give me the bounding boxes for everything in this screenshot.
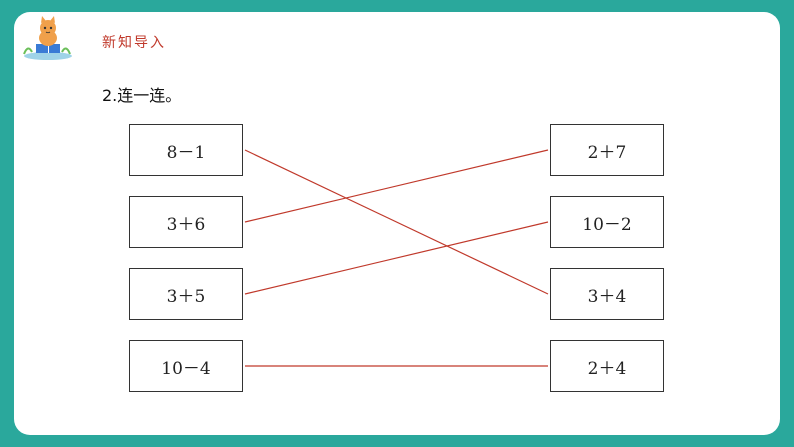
right-box-text: 2＋7 bbox=[587, 142, 627, 163]
slide: 新知导入 2.连一连。 8－1 3＋6 3＋5 10－4 2＋7 10－2 3＋… bbox=[14, 12, 780, 435]
left-box-text: 8－1 bbox=[166, 142, 206, 163]
right-box-1[interactable]: 2＋7 bbox=[550, 124, 664, 176]
right-box-text: 2＋4 bbox=[587, 358, 627, 379]
left-box-3[interactable]: 3＋5 bbox=[129, 268, 243, 320]
left-box-text: 3＋5 bbox=[166, 286, 206, 307]
right-box-3[interactable]: 3＋4 bbox=[550, 268, 664, 320]
left-box-text: 3＋6 bbox=[166, 214, 206, 235]
connection-line-3 bbox=[244, 221, 549, 295]
section-title: 新知导入 bbox=[102, 35, 166, 51]
right-box-text: 10－2 bbox=[582, 214, 632, 235]
connection-line-1 bbox=[244, 149, 549, 295]
left-box-2[interactable]: 3＋6 bbox=[129, 196, 243, 248]
left-box-1[interactable]: 8－1 bbox=[129, 124, 243, 176]
left-box-text: 10－4 bbox=[161, 358, 211, 379]
right-box-text: 3＋4 bbox=[587, 286, 627, 307]
cat-reading-book-icon bbox=[23, 16, 72, 60]
right-box-2[interactable]: 10－2 bbox=[550, 196, 664, 248]
instruction-text: 2.连一连。 bbox=[102, 86, 182, 105]
left-box-4[interactable]: 10－4 bbox=[129, 340, 243, 392]
connection-line-2 bbox=[244, 149, 549, 223]
right-box-4[interactable]: 2＋4 bbox=[550, 340, 664, 392]
